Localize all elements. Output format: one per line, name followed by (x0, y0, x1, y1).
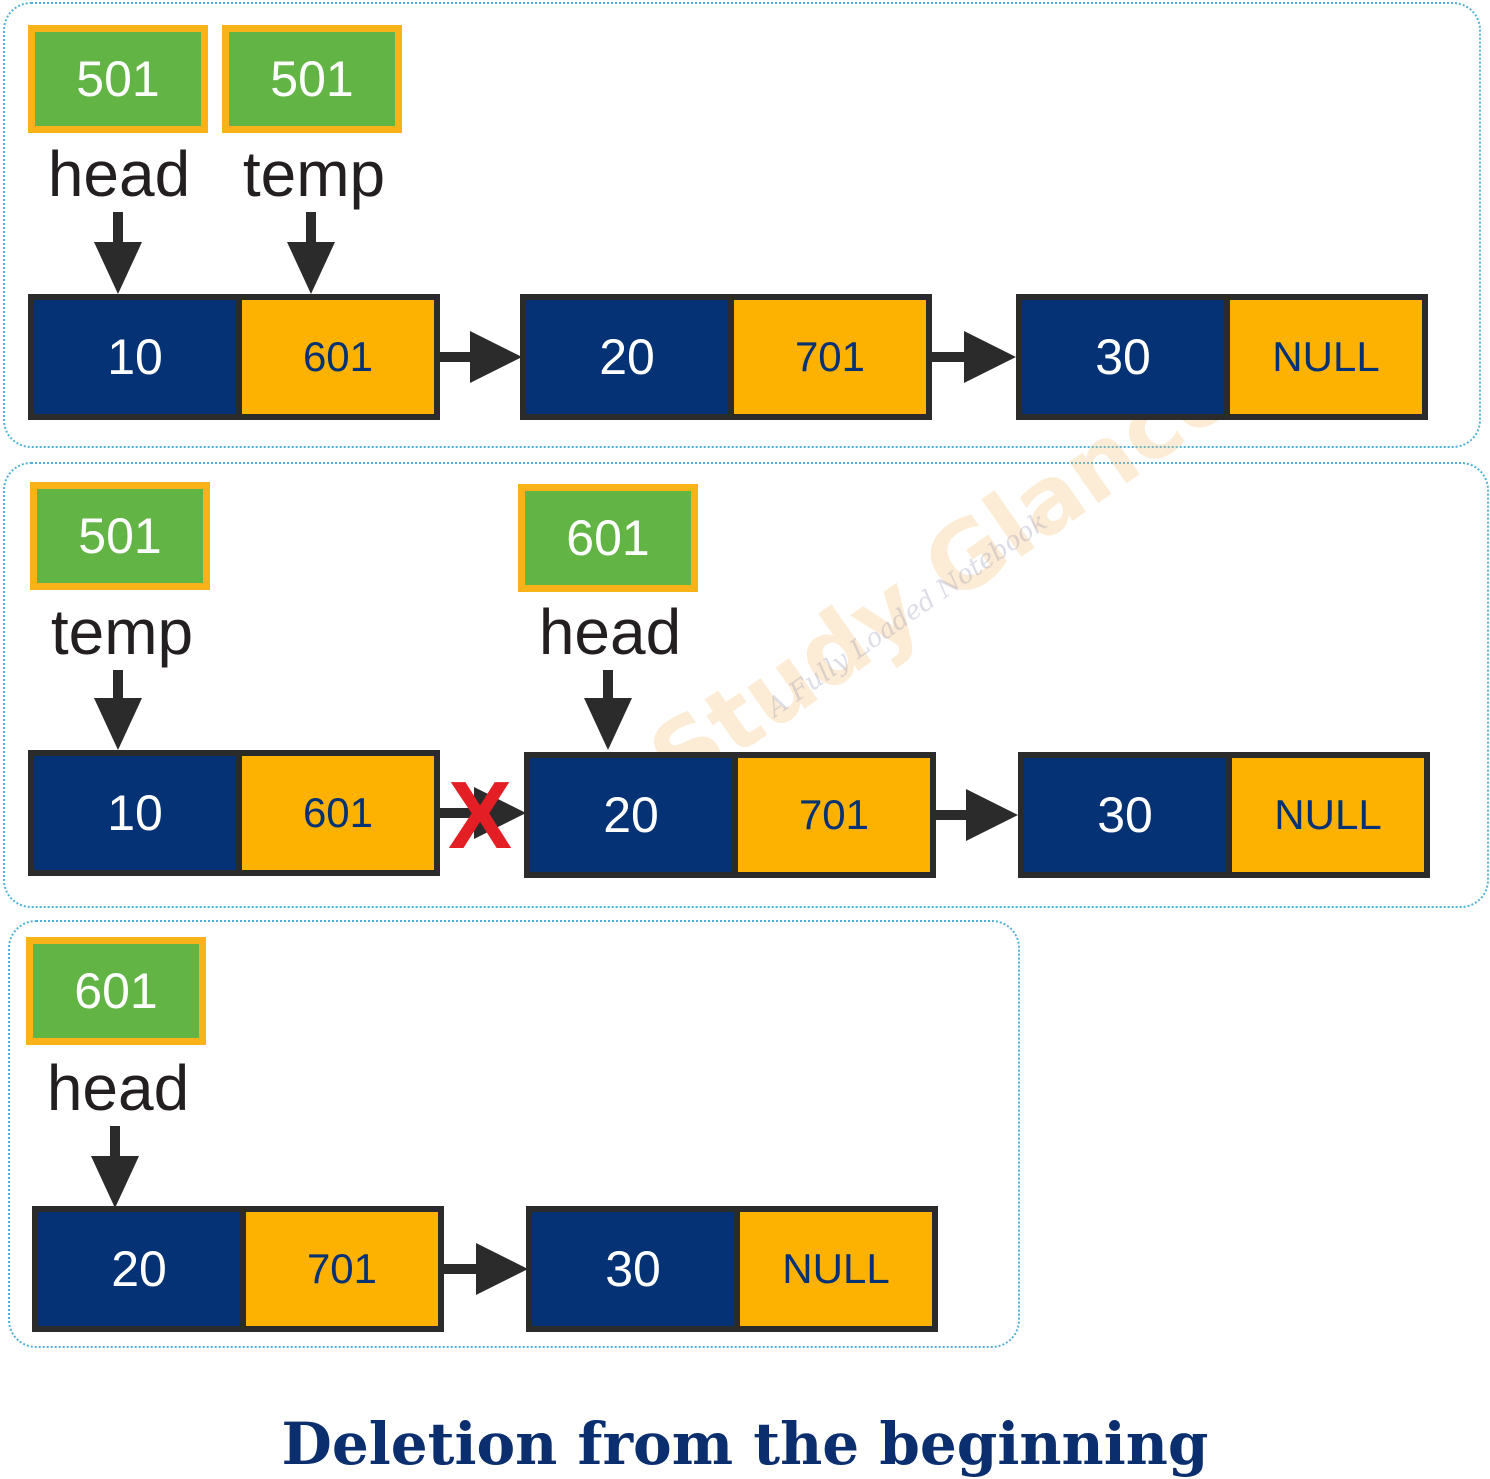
broken-link-cross: X (448, 762, 513, 869)
pointer-box: 601 (518, 484, 698, 592)
node-value: 20 (38, 1212, 246, 1326)
link-arrow (932, 352, 968, 362)
node-next-address: 701 (246, 1212, 438, 1326)
node-value: 30 (532, 1212, 740, 1326)
pointer-arrow-head (287, 242, 335, 294)
node-next-address: 701 (734, 300, 926, 414)
link-arrow (444, 1264, 480, 1274)
node-value: 10 (34, 756, 242, 870)
link-arrow-head (966, 789, 1018, 841)
link-arrow-head (476, 1243, 528, 1295)
node-next-address: NULL (1230, 300, 1422, 414)
link-arrow-head (964, 331, 1016, 383)
node-value: 20 (526, 300, 734, 414)
step-3-panel (8, 920, 1020, 1348)
link-arrow-head (474, 787, 526, 839)
pointer-arrow (110, 1126, 120, 1162)
node-value: 10 (34, 300, 242, 414)
list-node: 30 NULL (526, 1206, 938, 1332)
node-next-address: 601 (242, 300, 434, 414)
pointer-box: 501 (28, 25, 208, 133)
pointer-box: 501 (30, 482, 210, 590)
link-arrow (440, 808, 480, 818)
pointer-arrow (113, 670, 123, 704)
list-node: 20 701 (524, 752, 936, 878)
pointer-box: 601 (26, 937, 206, 1045)
node-next-address: 601 (242, 756, 434, 870)
figure-caption: Deletion from the beginning (281, 1410, 1209, 1478)
pointer-arrow-head (584, 698, 632, 750)
pointer-box: 501 (222, 25, 402, 133)
node-next-address: 701 (738, 758, 930, 872)
pointer-arrow-head (91, 1156, 139, 1208)
list-node: 20 701 (32, 1206, 444, 1332)
list-node: 20 701 (520, 294, 932, 420)
step-2-panel (3, 462, 1489, 908)
pointer-label: head (538, 596, 682, 668)
list-node: 30 NULL (1016, 294, 1428, 420)
pointer-label: head (46, 1052, 190, 1124)
list-node: 10 601 (28, 750, 440, 876)
node-value: 20 (530, 758, 738, 872)
node-next-address: NULL (1232, 758, 1424, 872)
pointer-arrow (113, 212, 123, 248)
link-arrow-head (470, 331, 522, 383)
pointer-label: head (47, 138, 191, 210)
list-node: 10 601 (28, 294, 440, 420)
pointer-arrow (306, 212, 316, 248)
node-next-address: NULL (740, 1212, 932, 1326)
step-1-panel (3, 2, 1481, 448)
pointer-label: temp (50, 596, 194, 668)
pointer-arrow (603, 670, 613, 704)
node-value: 30 (1024, 758, 1232, 872)
link-arrow (936, 810, 970, 820)
node-value: 30 (1022, 300, 1230, 414)
pointer-arrow-head (94, 242, 142, 294)
pointer-label: temp (242, 138, 386, 210)
link-arrow (440, 352, 474, 362)
list-node: 30 NULL (1018, 752, 1430, 878)
pointer-arrow-head (94, 698, 142, 750)
